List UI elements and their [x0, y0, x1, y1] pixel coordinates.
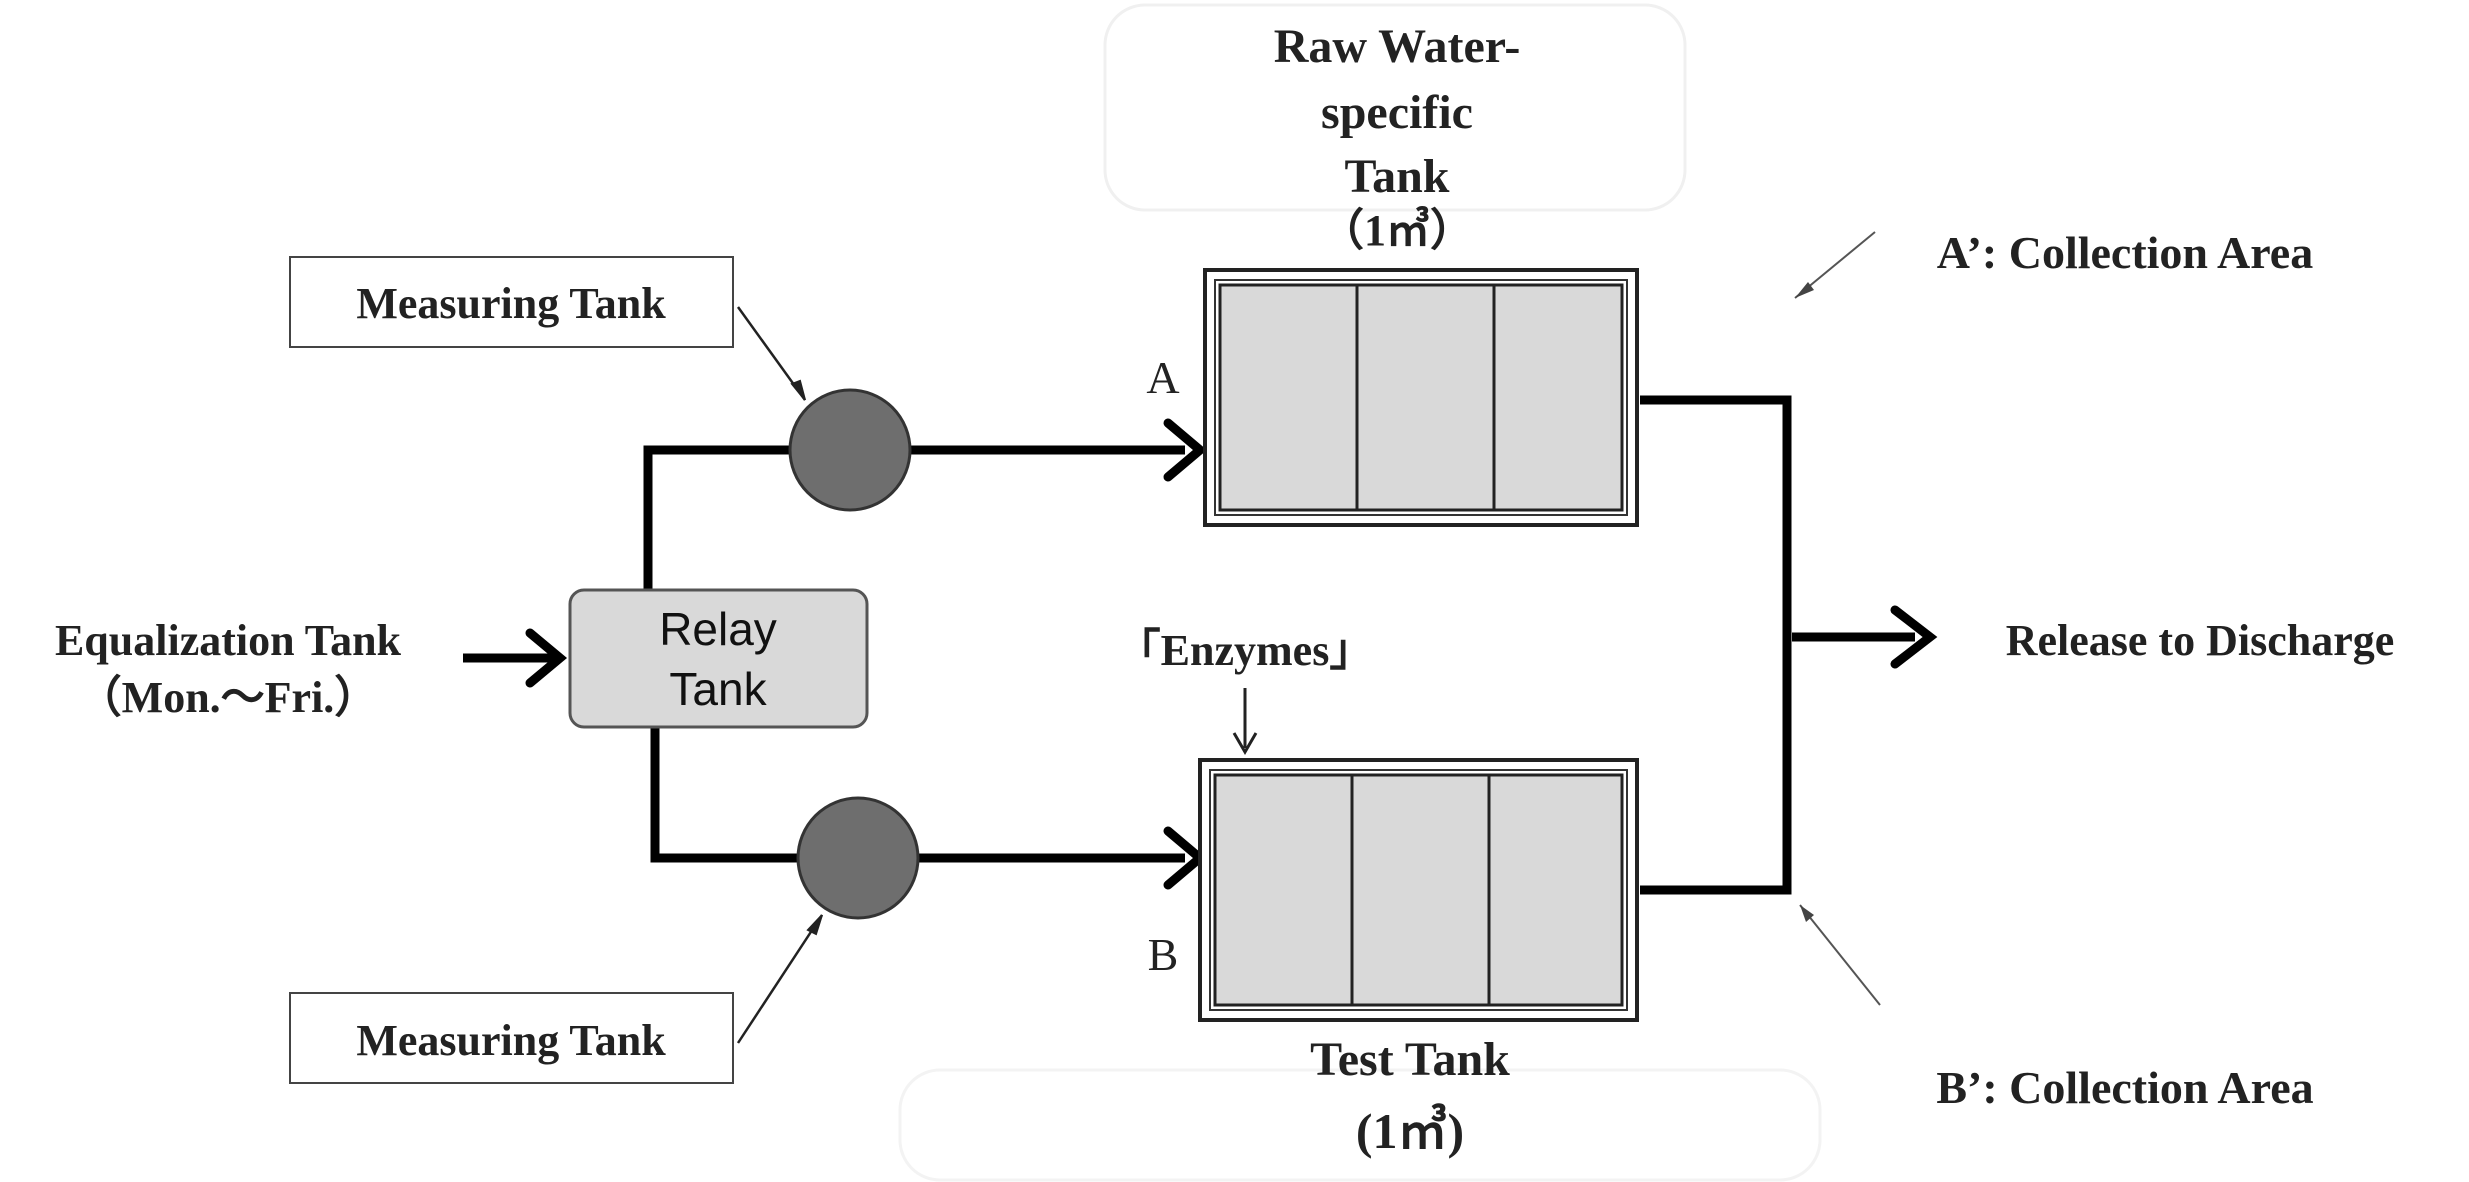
raw-water-tank: [1203, 268, 1639, 527]
measuring-tank-bottom-callout: Measuring Tank: [289, 914, 824, 1084]
inlet-a-label: A: [1146, 352, 1179, 403]
upper-branch-line: [643, 445, 790, 592]
enzymes-label: 「Enzymes」: [1117, 626, 1374, 675]
measuring-tank-bottom-pointer-head: [806, 914, 823, 936]
collection-manifold-line: [1640, 395, 1792, 895]
raw-tank-cell-2: [1355, 283, 1496, 512]
lower-measuring-tank-circle: [796, 796, 920, 920]
raw-tank-volume: （1㎥）: [1320, 205, 1474, 255]
test-tank-volume: (1㎥): [1356, 1103, 1464, 1159]
measuring-tank-top-label: Measuring Tank: [356, 279, 666, 328]
inlet-b-label: B: [1148, 929, 1179, 980]
test-tank-title: Test Tank: [1310, 1033, 1510, 1086]
relay-tank-box: [568, 588, 869, 729]
measuring-tank-bottom-box: [289, 992, 734, 1084]
source-label-line1: Equalization Tank: [55, 616, 402, 665]
measuring-tank-top-pointer-head: [790, 379, 806, 401]
collection-a-label: A’: Collection Area: [1937, 227, 2313, 278]
raw-tank-cell-3: [1492, 283, 1624, 512]
raw-tank-cell-1: [1218, 283, 1359, 512]
enzymes-pointer-head: [1232, 732, 1258, 755]
inflow-arrowhead: [525, 628, 568, 688]
source-label-line2: （Mon.～Fri.）: [78, 673, 379, 722]
tank-a-arrowhead: [1163, 418, 1207, 482]
test-tank-title-frame: [898, 1068, 1822, 1182]
raw-tank-title-frame: [1103, 3, 1687, 212]
measuring-tank-top-callout: Measuring Tank: [289, 256, 807, 401]
upper-measuring-tank-circle: [788, 388, 912, 512]
relay-tank: Relay Tank: [568, 588, 869, 729]
collection-b-pointer: [1799, 904, 1881, 1006]
measuring-tank-top-box: [289, 256, 734, 348]
raw-tank-title-line2: specific: [1321, 86, 1473, 139]
lower-branch-line: [650, 726, 800, 863]
release-label: Release to Discharge: [2006, 616, 2395, 665]
relay-tank-label-line2: Tank: [669, 663, 767, 715]
raw-tank-title-line3: Tank: [1345, 150, 1450, 203]
collection-a-pointer-head: [1795, 282, 1814, 298]
relay-tank-label-line1: Relay: [659, 603, 777, 655]
collection-b-pointer-head: [1800, 905, 1814, 922]
measuring-tank-bottom-label: Measuring Tank: [356, 1016, 666, 1065]
release-arrowhead: [1890, 605, 1938, 669]
collection-b-label: B’: Collection Area: [1936, 1062, 2313, 1113]
raw-tank-title-line1: Raw Water-: [1274, 20, 1521, 73]
test-tank-cell-2: [1350, 773, 1491, 1007]
flow-lines: [463, 395, 1915, 895]
test-tank-cell-3: [1487, 773, 1624, 1007]
test-tank-cell-1: [1213, 773, 1354, 1007]
test-tank: [1198, 758, 1639, 1022]
measuring-tank-bottom-pointer: [736, 914, 824, 1044]
